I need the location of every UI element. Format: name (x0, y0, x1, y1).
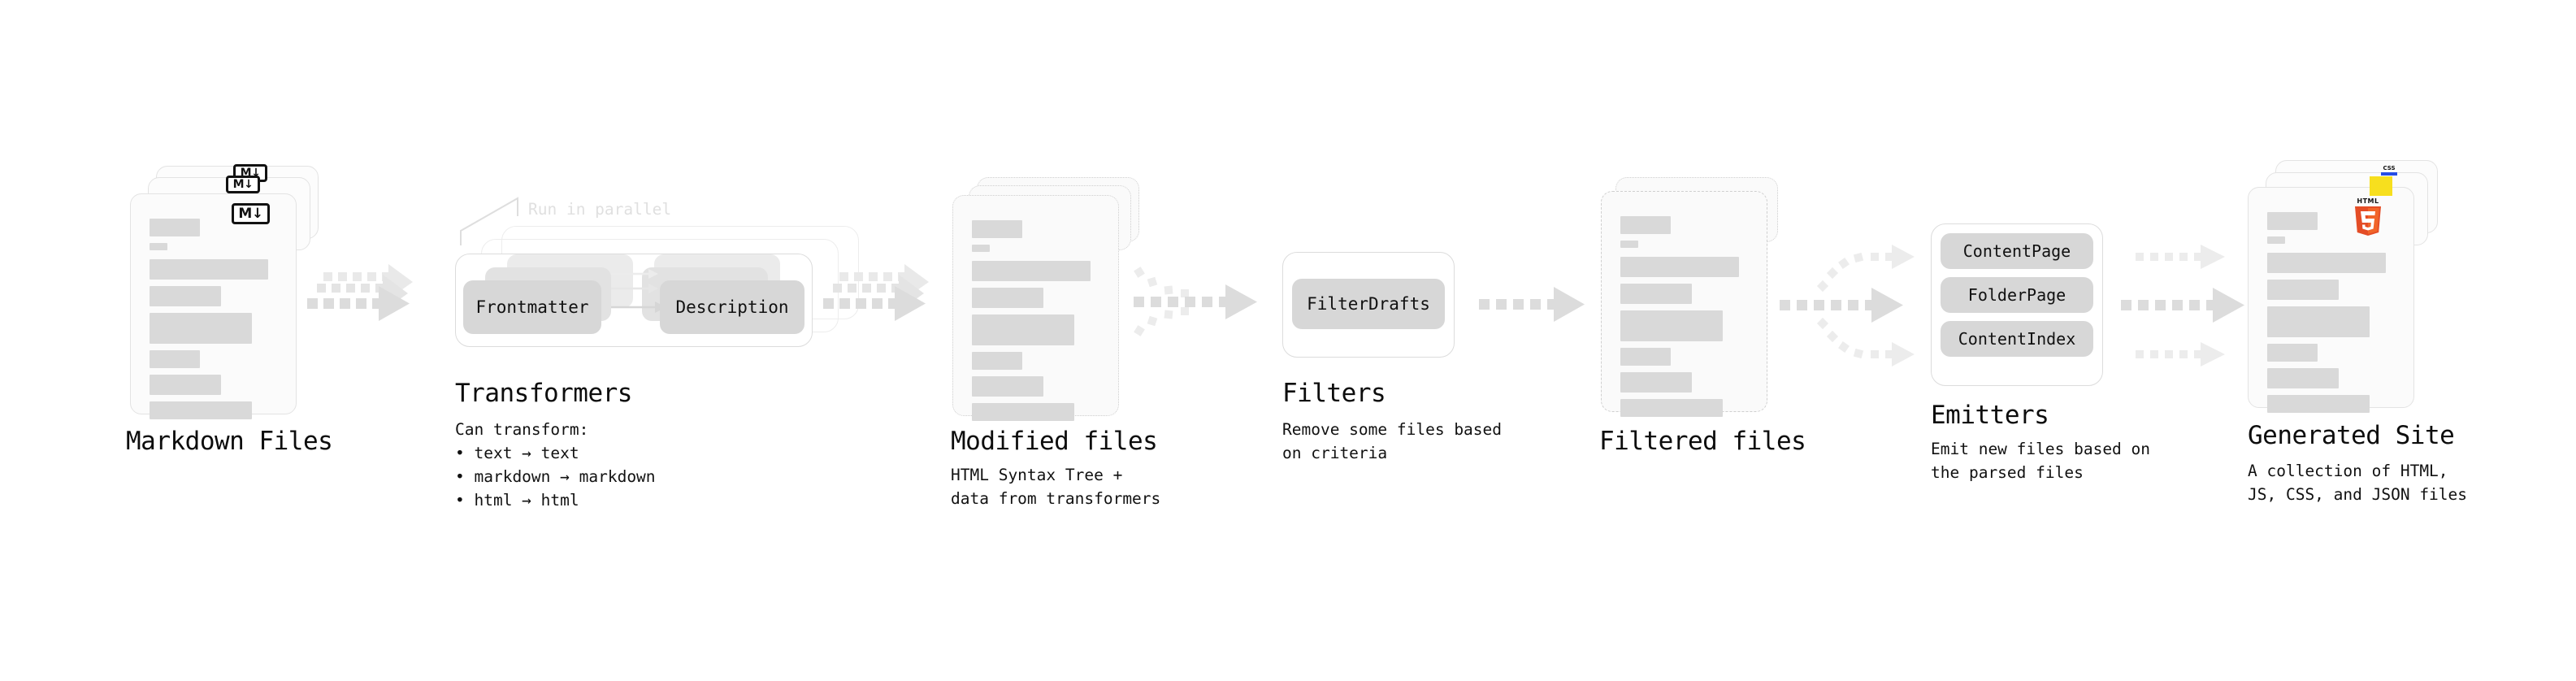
css-icon: CSS (2379, 163, 2399, 182)
contentpage-pill[interactable]: ContentPage (1941, 233, 2093, 269)
folderpage-pill[interactable]: FolderPage (1941, 277, 2093, 313)
arrow-emitters-to-site (2121, 232, 2259, 386)
filterdrafts-pill[interactable]: FilterDrafts (1292, 279, 1445, 329)
arrow-frontmatter-to-description (611, 268, 717, 325)
html5-icon: HTML (2351, 195, 2385, 241)
arrow-modified-to-filters (1134, 260, 1280, 366)
transformers-title: Transformers (455, 379, 632, 408)
filtered-files-title: Filtered files (1599, 427, 1806, 456)
contentindex-pill[interactable]: ContentIndex (1941, 321, 2093, 357)
frontmatter-pill[interactable]: Frontmatter (463, 280, 601, 334)
filters-description: Remove some files based on criteria (1282, 420, 1503, 462)
filters-title: Filters (1282, 379, 1386, 408)
modified-card-front (952, 195, 1119, 421)
js-icon (2370, 176, 2392, 199)
generated-site-description: A collection of HTML, JS, CSS, and JSON … (2248, 462, 2468, 504)
svg-text:CSS: CSS (2383, 165, 2395, 171)
markdown-card-front (130, 193, 297, 419)
description-pill[interactable]: Description (660, 280, 804, 334)
svg-text:HTML: HTML (2357, 197, 2379, 205)
transformers-description: Can transform: • text → text • markdown … (455, 420, 656, 510)
generated-site-title: Generated Site (2248, 421, 2455, 450)
markdown-files-title: Markdown Files (126, 427, 333, 456)
arrow-markdown-to-transformers (307, 264, 413, 345)
emitters-title: Emitters (1931, 401, 2049, 430)
arrow-filters-to-filtered (1479, 287, 1585, 329)
arrow-transformers-to-modified (823, 264, 929, 345)
site-card-front (2248, 187, 2414, 413)
filtered-card-front (1601, 191, 1767, 417)
arrow-filtered-to-emitters (1780, 232, 1934, 386)
emitters-description: Emit new files based on the parsed files (1931, 440, 2151, 482)
modified-files-description: HTML Syntax Tree + data from transformer… (951, 466, 1161, 508)
run-in-parallel-label: Run in parallel (528, 200, 672, 219)
markdown-icon-mid: M↓ (226, 176, 260, 193)
modified-files-title: Modified files (951, 427, 1158, 456)
markdown-icon: M↓ (232, 203, 270, 224)
run-in-parallel-bracket (459, 197, 544, 249)
